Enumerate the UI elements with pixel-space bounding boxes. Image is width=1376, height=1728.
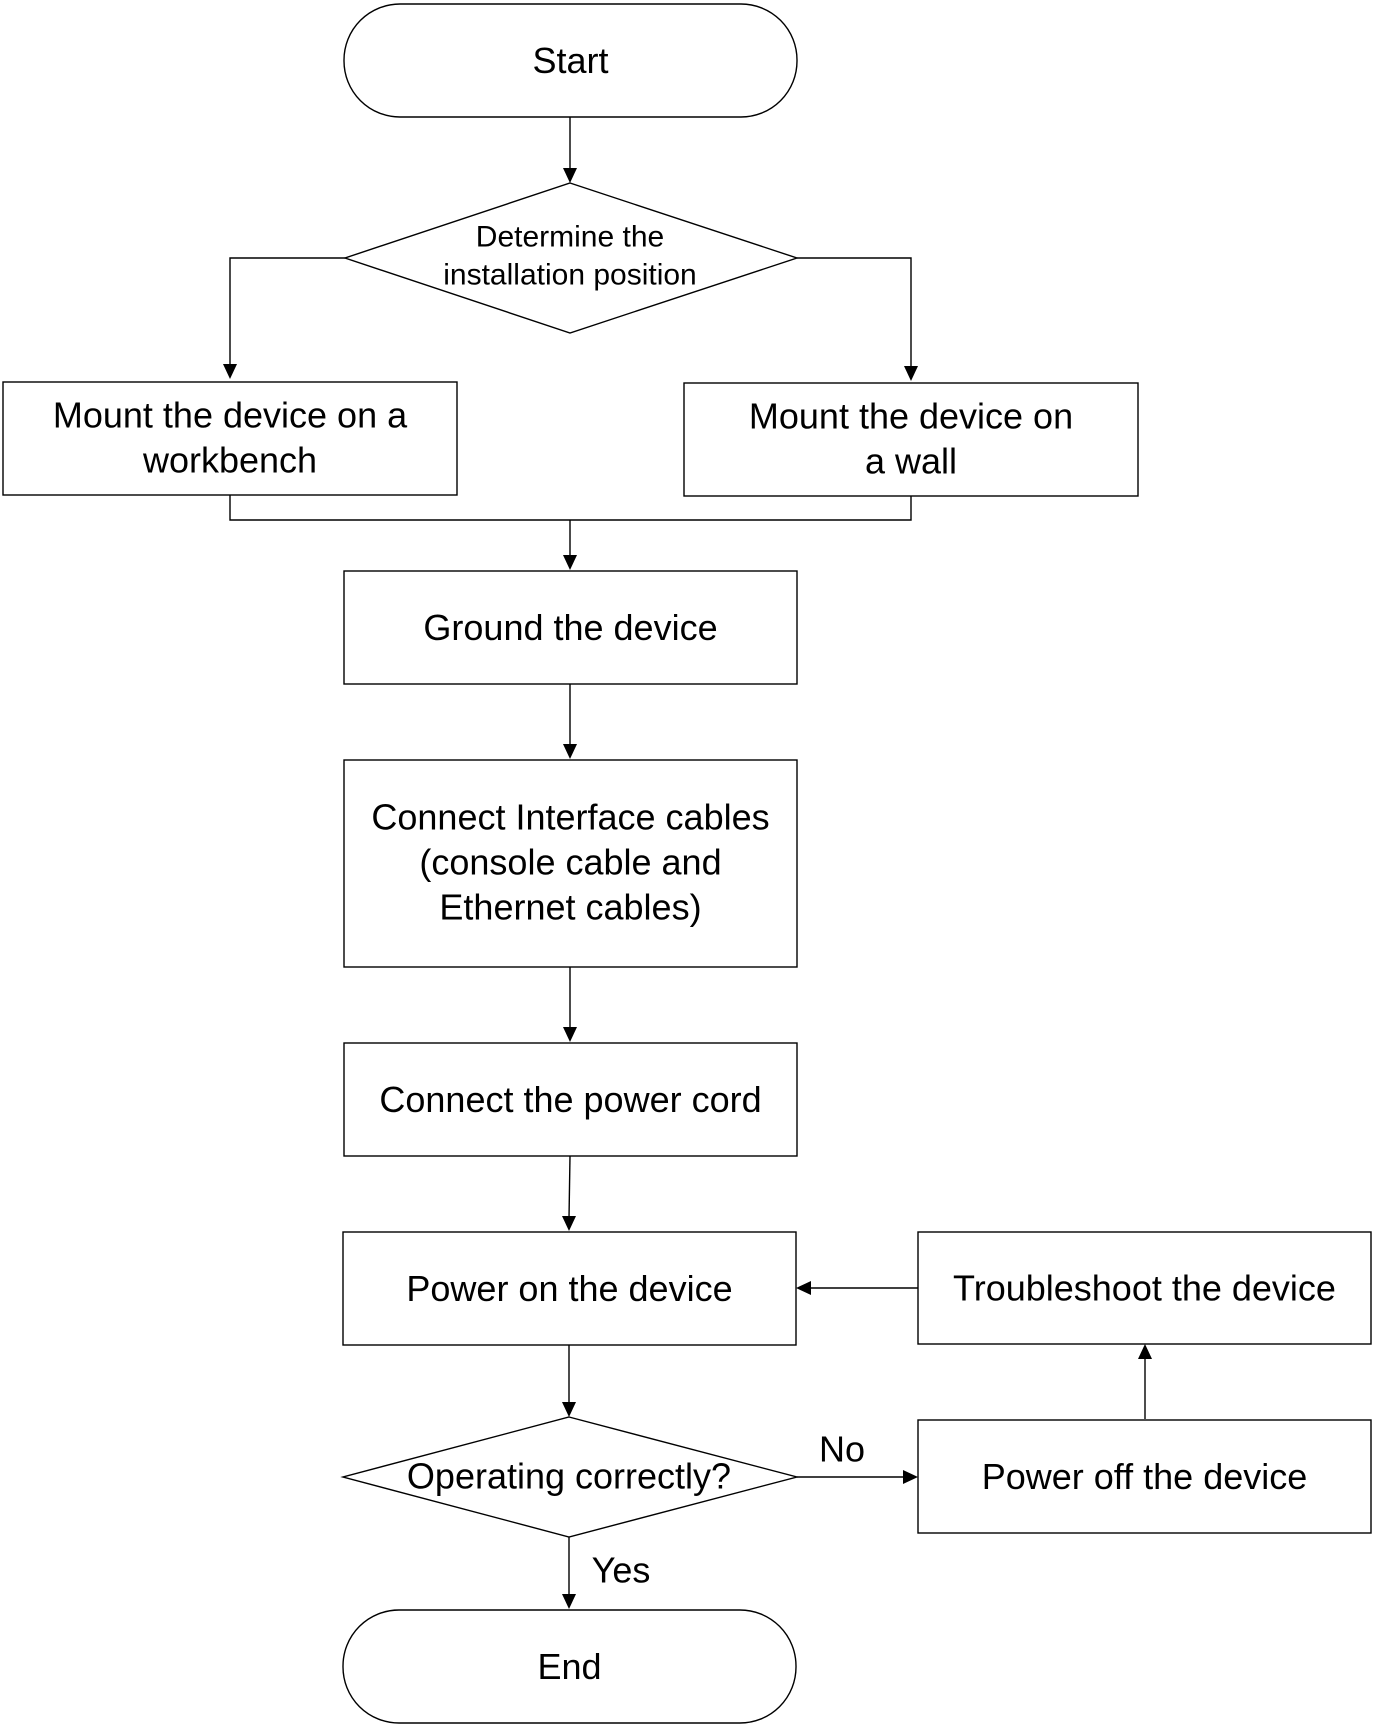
start-label: Start <box>532 40 608 81</box>
connect-cables-label-line-1: Connect Interface cables <box>371 797 769 838</box>
arrowhead-down-icon <box>223 364 237 379</box>
connect-cables-box <box>343 759 798 968</box>
connectors <box>223 117 1152 1609</box>
node-connect-power-cord: Connect the power cord <box>343 1042 798 1157</box>
mount-workbench-label-line-1: Mount the device on a <box>53 395 408 436</box>
arrowhead-down-icon <box>563 744 577 759</box>
ground-device-box <box>343 570 798 685</box>
arrowhead-down-icon <box>562 1402 576 1417</box>
node-ground-device: Ground the device <box>343 570 798 685</box>
operating-correctly-decision <box>340 1416 800 1538</box>
node-determine-position: Determine the installation position <box>342 182 800 334</box>
edge-label-no: No <box>819 1429 865 1470</box>
end-terminator <box>342 1609 797 1724</box>
power-on-label: Power on the device <box>406 1268 732 1309</box>
mount-wall-label-line-2: a wall <box>865 441 957 482</box>
connector-wall-merge <box>570 496 912 521</box>
mount-workbench-label-line-2: workbench <box>142 440 317 481</box>
connector-power-cord-to-power-on <box>568 1155 571 1219</box>
arrowhead-right-icon <box>903 1470 918 1484</box>
connector-decision-to-wall <box>797 257 912 368</box>
node-troubleshoot: Troubleshoot the device <box>917 1231 1372 1345</box>
connect-power-cord-box <box>343 1042 798 1157</box>
connect-power-cord-label: Connect the power cord <box>379 1079 761 1120</box>
mount-wall-label-line-1: Mount the device on <box>749 396 1073 437</box>
arrowhead-down-icon <box>904 366 918 381</box>
determine-position-label-line-1: Determine the <box>476 221 664 254</box>
connector-decision-to-workbench <box>229 257 345 366</box>
node-mount-workbench: Mount the device on a workbench <box>2 381 458 496</box>
connect-cables-label-line-2: (console cable and <box>419 842 721 883</box>
power-off-box <box>917 1419 1372 1534</box>
arrowhead-left-icon <box>796 1281 811 1295</box>
end-label: End <box>537 1646 601 1687</box>
connector-workbench-merge <box>229 495 570 521</box>
arrowhead-down-icon <box>562 1594 576 1609</box>
arrowhead-up-icon <box>1138 1344 1152 1359</box>
arrowhead-down-icon <box>563 555 577 570</box>
determine-position-decision <box>342 182 800 334</box>
arrowhead-down-icon <box>563 1027 577 1042</box>
node-mount-wall: Mount the device on a wall <box>683 382 1139 497</box>
operating-correctly-label: Operating correctly? <box>407 1456 731 1497</box>
power-on-box <box>342 1231 797 1346</box>
arrowhead-down-icon <box>563 168 577 183</box>
mount-workbench-box <box>2 381 458 496</box>
ground-device-label: Ground the device <box>423 607 717 648</box>
arrowhead-down-icon <box>562 1216 576 1231</box>
power-off-label: Power off the device <box>982 1456 1308 1497</box>
node-power-off: Power off the device <box>917 1419 1372 1534</box>
determine-position-label-line-2: installation position <box>443 259 697 292</box>
start-terminator <box>343 3 798 118</box>
node-operating-correctly: Operating correctly? <box>340 1416 800 1538</box>
connect-cables-label-line-3: Ethernet cables) <box>439 887 701 928</box>
node-end: End <box>342 1609 797 1724</box>
mount-wall-box <box>683 382 1139 497</box>
edge-label-yes: Yes <box>592 1550 651 1591</box>
node-connect-cables: Connect Interface cables (console cable … <box>343 759 798 968</box>
troubleshoot-label: Troubleshoot the device <box>953 1268 1336 1309</box>
node-start: Start <box>343 3 798 118</box>
troubleshoot-box <box>917 1231 1372 1345</box>
node-power-on: Power on the device <box>342 1231 797 1346</box>
